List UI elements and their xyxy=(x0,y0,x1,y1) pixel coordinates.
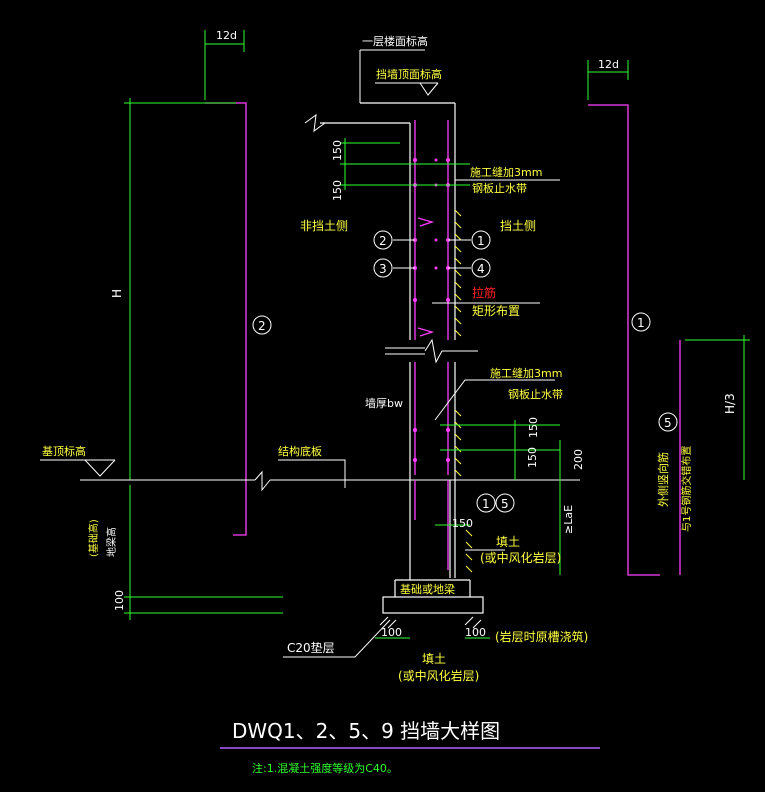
foundation-soil-hatch xyxy=(379,616,482,629)
foundation-block xyxy=(382,579,484,614)
label-structural-slab: 结构底板 xyxy=(278,444,322,458)
dim-top-150b: 150 xyxy=(331,180,344,201)
label-backfill-1: 填土 xyxy=(496,535,520,549)
label-wall-top-level: 挡墙顶面标高 xyxy=(376,67,442,81)
h3-dimension xyxy=(685,335,750,480)
bottom-joint-leader xyxy=(434,379,555,421)
label-left-vertical-2: 地梁高 xyxy=(105,527,118,557)
label-backfill-2: (或中风化岩层) xyxy=(480,550,561,565)
left-100-dimension xyxy=(124,485,283,620)
left-rebar-group xyxy=(205,102,247,536)
rebar-dots xyxy=(413,158,450,462)
drawing-note: 注:1.混凝土强度等级为C40。 xyxy=(252,761,398,775)
dim-h: H xyxy=(110,289,124,298)
dim-lae: ≥LaE xyxy=(562,505,575,534)
dim-150-inner: 150 xyxy=(452,517,473,530)
wall-inner-rebar xyxy=(414,120,449,570)
label-retaining-side: 挡土侧 xyxy=(500,219,536,233)
bottom-150-dims xyxy=(440,420,561,480)
h-dimension xyxy=(124,98,236,480)
label-rect-layout: 矩形布置 xyxy=(472,304,520,318)
dim-12d-left: 12d xyxy=(216,29,237,42)
callout-15-a: 1 xyxy=(482,497,490,511)
top-break-symbol xyxy=(304,113,326,133)
label-left-vertical-1: (基础高) xyxy=(87,519,100,557)
dim-200: 200 xyxy=(572,449,585,470)
ground-break-symbol xyxy=(254,470,271,492)
cushion-leader xyxy=(283,619,391,658)
dim-100-a: 100 xyxy=(381,626,402,639)
dim-100-left: 100 xyxy=(113,590,126,611)
callout-4: 4 xyxy=(477,262,485,276)
callout-left-bar: 2 xyxy=(258,319,266,333)
callout-right-bar: 1 xyxy=(637,316,645,330)
dim-bot-150a: 150 xyxy=(527,417,540,438)
dim-h3: H/3 xyxy=(723,393,737,414)
drawing-title: DWQ1、2、5、9 挡墙大样图 xyxy=(232,719,500,743)
label-soil-1: 填土 xyxy=(422,652,446,666)
label-cushion: C20垫层 xyxy=(287,640,335,655)
label-soil-2: (或中风化岩层) xyxy=(398,668,479,683)
dim-100-b: 100 xyxy=(465,626,486,639)
label-right-vertical-1: 外侧竖向筋 xyxy=(656,452,670,507)
label-foundation-top-level: 基顶标高 xyxy=(42,444,86,458)
dim-top-150a: 150 xyxy=(331,140,344,161)
callout-leaders xyxy=(393,239,471,269)
label-wall-thickness: 墙厚bw xyxy=(365,396,403,410)
label-non-retaining-side: 非挡土侧 xyxy=(300,219,348,233)
callout-2: 2 xyxy=(379,234,387,248)
right-rebar-group xyxy=(588,104,681,576)
label-foundation-beam: 基础或地梁 xyxy=(400,582,455,596)
dim-12d-right: 12d xyxy=(598,58,619,71)
callout-1: 1 xyxy=(477,234,485,248)
label-tie-bar: 拉筋 xyxy=(472,285,496,300)
label-joint-top-1: 施工缝加3mm xyxy=(470,165,542,179)
callout-5: 5 xyxy=(664,416,672,430)
label-rock-note: (岩层时原槽浇筑) xyxy=(495,629,588,644)
label-right-vertical-2: 与1号钢筋交错布置 xyxy=(680,446,693,532)
callout-15-b: 5 xyxy=(501,497,509,511)
callout-circles xyxy=(252,230,678,513)
structural-slab-leader xyxy=(278,459,346,488)
top-150-dims xyxy=(340,138,470,190)
left-12d-dimension xyxy=(204,30,245,100)
label-joint-bot-1: 施工缝加3mm xyxy=(490,366,562,380)
label-floor-level: 一层楼面标高 xyxy=(362,34,428,48)
label-joint-top-2: 钢板止水带 xyxy=(472,181,527,195)
right-12d-dimension xyxy=(587,60,629,100)
wall-outline xyxy=(320,102,456,580)
dim-bot-150b: 150 xyxy=(526,447,539,468)
foundation-level-marker xyxy=(40,459,116,477)
label-joint-bot-2: 钢板止水带 xyxy=(508,387,563,401)
wall-break-symbol xyxy=(385,338,478,364)
top-level-markers xyxy=(359,49,440,104)
callout-3: 3 xyxy=(379,262,387,276)
